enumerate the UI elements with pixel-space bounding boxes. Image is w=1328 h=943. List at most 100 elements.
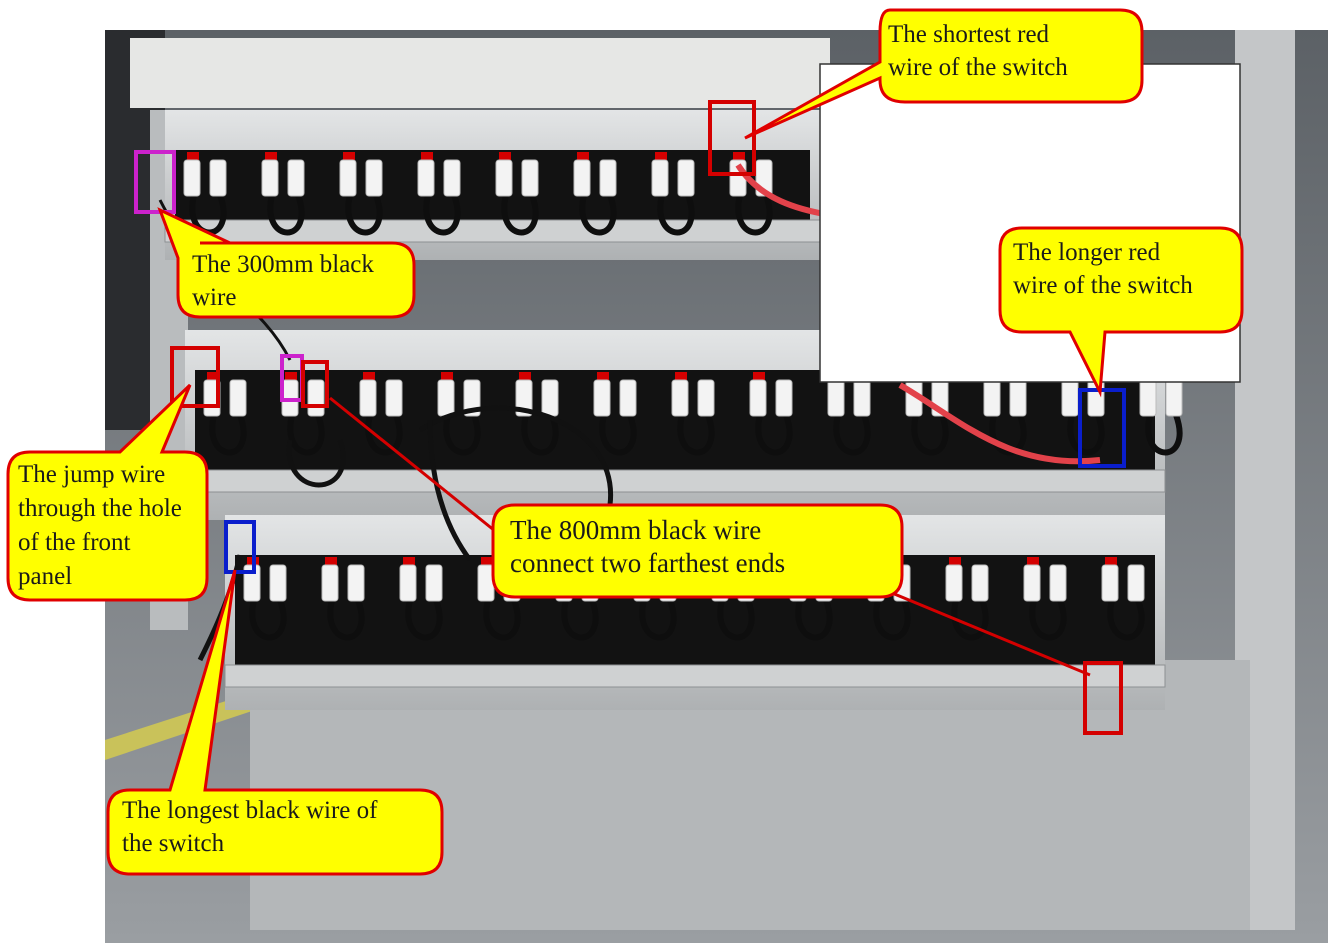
white-terminal-cover-icon [385, 379, 403, 417]
jumper-loop [1145, 413, 1183, 456]
white-terminal-cover-icon [443, 159, 461, 197]
jumper-loop [873, 598, 911, 641]
jumper-loop [1029, 598, 1067, 641]
pointer-800mm-start [329, 396, 501, 537]
white-terminal-cover-icon [437, 379, 455, 417]
white-terminal-cover-icon [541, 379, 559, 417]
jumper-loop [599, 413, 637, 456]
white-terminal-cover-icon [971, 564, 989, 602]
white-terminal-cover-icon [827, 379, 845, 417]
callout-longest-black-bubble [106, 569, 444, 876]
white-terminal-cover-icon [1101, 564, 1119, 602]
white-terminal-cover-icon [677, 159, 695, 197]
jumper-loop [911, 413, 949, 456]
red-terminal-cap-icon [363, 372, 375, 382]
jumper-loop [833, 413, 871, 456]
white-terminal-cover-icon [183, 159, 201, 197]
red-terminal-cap-icon [519, 372, 531, 382]
callout-300mm-bubble [157, 207, 416, 319]
red-terminal-cap-icon [187, 152, 199, 162]
white-terminal-cover-icon [261, 159, 279, 197]
red-terminal-cap-icon [343, 152, 355, 162]
white-terminal-cover-icon [945, 564, 963, 602]
jumper-loop [483, 598, 521, 641]
white-terminal-cover-icon [671, 379, 689, 417]
jumper-loop [1067, 413, 1105, 456]
shelf-lip-row-3 [224, 664, 1166, 688]
jumper-loop [1107, 598, 1145, 641]
white-terminal-cover-icon [515, 379, 533, 417]
white-terminal-cover-icon [347, 564, 365, 602]
marker-longest-black [224, 520, 256, 574]
white-terminal-cover-icon [599, 159, 617, 197]
white-terminal-cover-icon [307, 379, 325, 417]
white-terminal-cover-icon [573, 159, 591, 197]
marker-longer-red [1078, 388, 1126, 468]
jumper-loop [327, 598, 365, 641]
jumper-loop [579, 193, 617, 236]
marker-800mm-start [301, 360, 329, 408]
red-terminal-cap-icon [675, 372, 687, 382]
long-black-wire-mid [418, 405, 613, 506]
marker-jump-wire [170, 346, 220, 408]
white-terminal-cover-icon [209, 159, 227, 197]
jumper-loop [405, 598, 443, 641]
jumper-loop [755, 413, 793, 456]
red-terminal-cap-icon [481, 557, 493, 567]
white-terminal-cover-icon [1061, 379, 1079, 417]
marker-800mm-end [1083, 661, 1123, 735]
marker-shortest-red [708, 100, 756, 176]
longer-red-wire [898, 382, 1101, 465]
red-terminal-cap-icon [655, 152, 667, 162]
red-terminal-cap-icon [325, 557, 337, 567]
blank-overlay-panel [819, 63, 1241, 383]
jumper-loop [639, 598, 677, 641]
jumper-loop [249, 598, 287, 641]
white-terminal-cover-icon [425, 564, 443, 602]
white-terminal-cover-icon [749, 379, 767, 417]
marker-300mm-top [134, 150, 176, 214]
red-terminal-cap-icon [403, 557, 415, 567]
callout-longer-red-label: The longer red wire of the switch [1013, 239, 1193, 299]
white-terminal-cover-icon [619, 379, 637, 417]
white-terminal-cover-icon [417, 159, 435, 197]
callout-longest-black-label: The longest black wire of the switch [122, 797, 378, 857]
red-terminal-cap-icon [949, 557, 961, 567]
white-terminal-cover-icon [1139, 379, 1157, 417]
red-terminal-cap-icon [499, 152, 511, 162]
red-terminal-cap-icon [285, 372, 297, 382]
white-terminal-cover-icon [853, 379, 871, 417]
white-terminal-cover-icon [287, 159, 305, 197]
red-terminal-cap-icon [421, 152, 433, 162]
white-terminal-cover-icon [775, 379, 793, 417]
white-terminal-cover-icon [697, 379, 715, 417]
jumper-loop [501, 193, 539, 236]
red-terminal-cap-icon [1027, 557, 1039, 567]
white-terminal-cover-icon [339, 159, 357, 197]
jumper-loop [209, 413, 247, 456]
callout-300mm-label: The 300mm black wire [192, 251, 374, 311]
jumper-loop [521, 413, 559, 456]
callout-shortest-red-label: The shortest red wire of the switch [888, 21, 1068, 81]
callout-800mm-label: The 800mm black wire connect two farthes… [510, 515, 786, 578]
jumper-loop [443, 413, 481, 456]
red-terminal-cap-icon [441, 372, 453, 382]
red-terminal-cap-icon [577, 152, 589, 162]
callout-jump-wire-bubble [6, 383, 209, 602]
white-terminal-cover-icon [399, 564, 417, 602]
white-terminal-cover-icon [983, 379, 1001, 417]
white-terminal-cover-icon [1023, 564, 1041, 602]
white-terminal-cover-icon [521, 159, 539, 197]
white-terminal-cover-icon [651, 159, 669, 197]
white-terminal-cover-icon [463, 379, 481, 417]
jumper-loop [735, 193, 773, 236]
red-terminal-cap-icon [207, 372, 219, 382]
callout-800mm-bubble [491, 503, 904, 599]
pointer-800mm-end [879, 586, 1091, 677]
callout-longer-red-bubble [998, 226, 1244, 398]
red-terminal-cap-icon [1105, 557, 1117, 567]
callout-jump-wire-label: The jump wire through the hole of the fr… [18, 461, 182, 590]
jumper-loop [345, 193, 383, 236]
white-terminal-cover-icon [1165, 379, 1183, 417]
